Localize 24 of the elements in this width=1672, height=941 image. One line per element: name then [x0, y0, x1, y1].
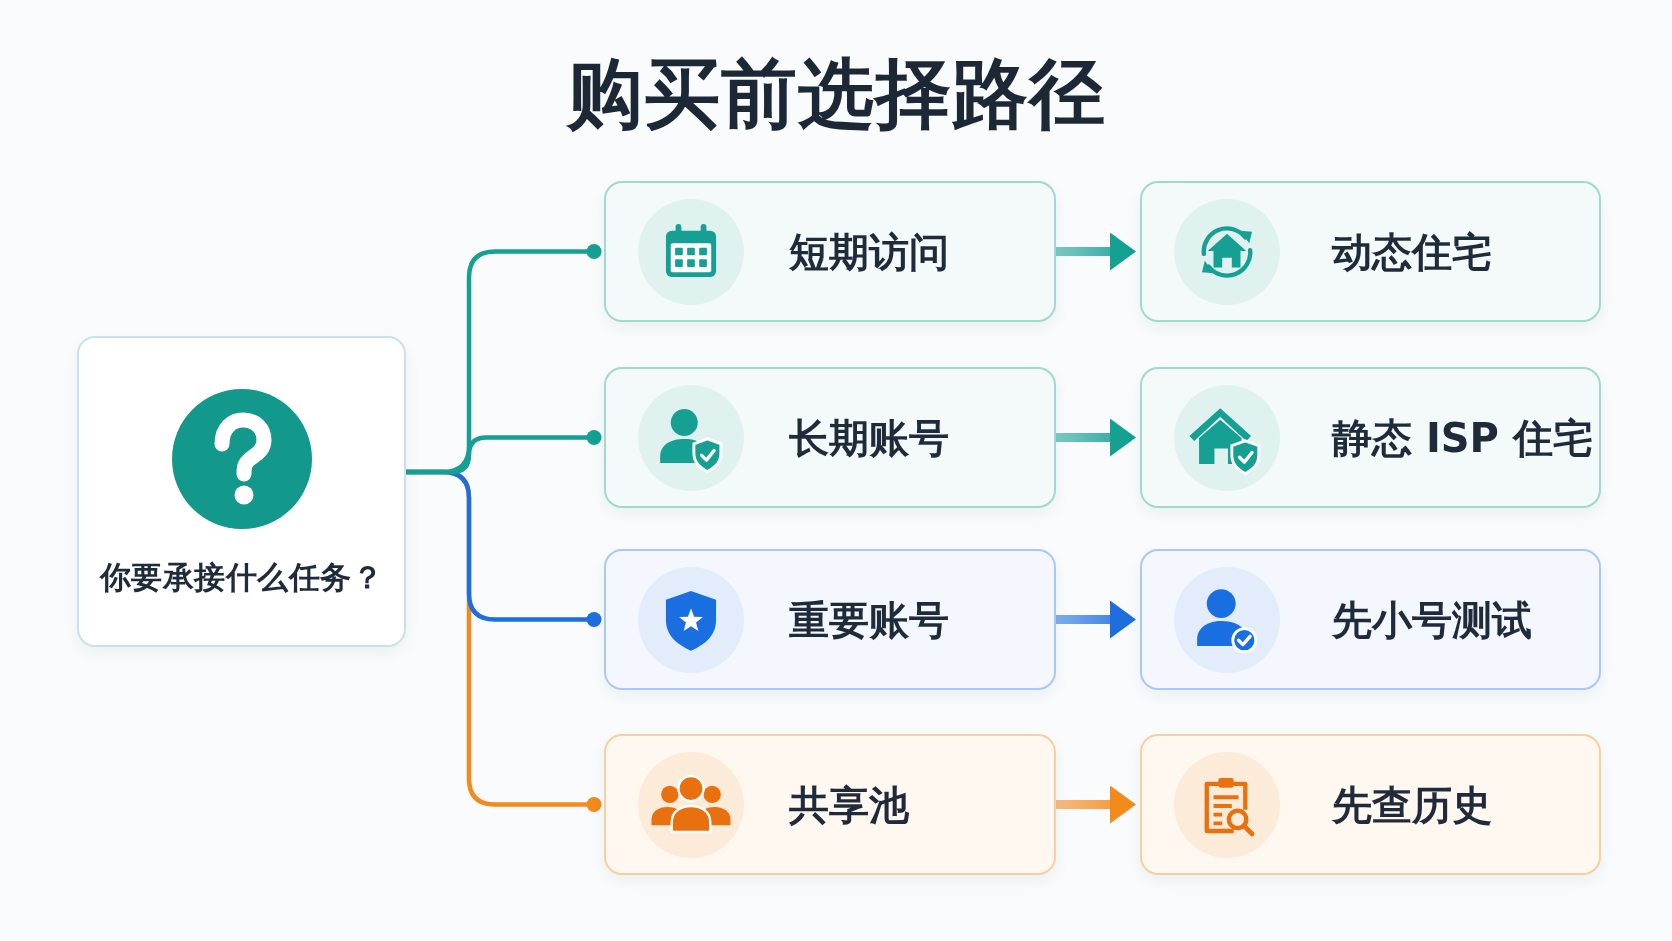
- card-label: 静态 ISP 住宅: [1332, 413, 1593, 462]
- arrow: [1056, 232, 1136, 271]
- question-card: [77, 336, 406, 647]
- card-label: 短期访问: [789, 227, 949, 276]
- route-card: [1140, 181, 1601, 322]
- title: 购买前选择路径: [566, 52, 1106, 136]
- task-card: [604, 181, 1056, 322]
- card-label: 长期账号: [789, 413, 949, 462]
- card-label: 重要账号: [789, 595, 949, 644]
- arrow: [1056, 785, 1136, 824]
- card-label: 动态住宅: [1332, 227, 1492, 276]
- task-card: [604, 734, 1056, 875]
- arrow: [1056, 418, 1136, 457]
- route-card: [1140, 549, 1601, 690]
- card-label: 先查历史: [1332, 780, 1492, 829]
- card-label: 先小号测试: [1332, 595, 1532, 644]
- question-text: 你要承接什么任务？: [99, 559, 384, 597]
- arrow: [1056, 600, 1136, 639]
- task-card: [604, 367, 1056, 508]
- card-label: 共享池: [789, 780, 909, 829]
- connector-line: [406, 244, 602, 475]
- route-card: [1140, 367, 1601, 508]
- route-card: [1140, 734, 1601, 875]
- task-card: [604, 549, 1056, 690]
